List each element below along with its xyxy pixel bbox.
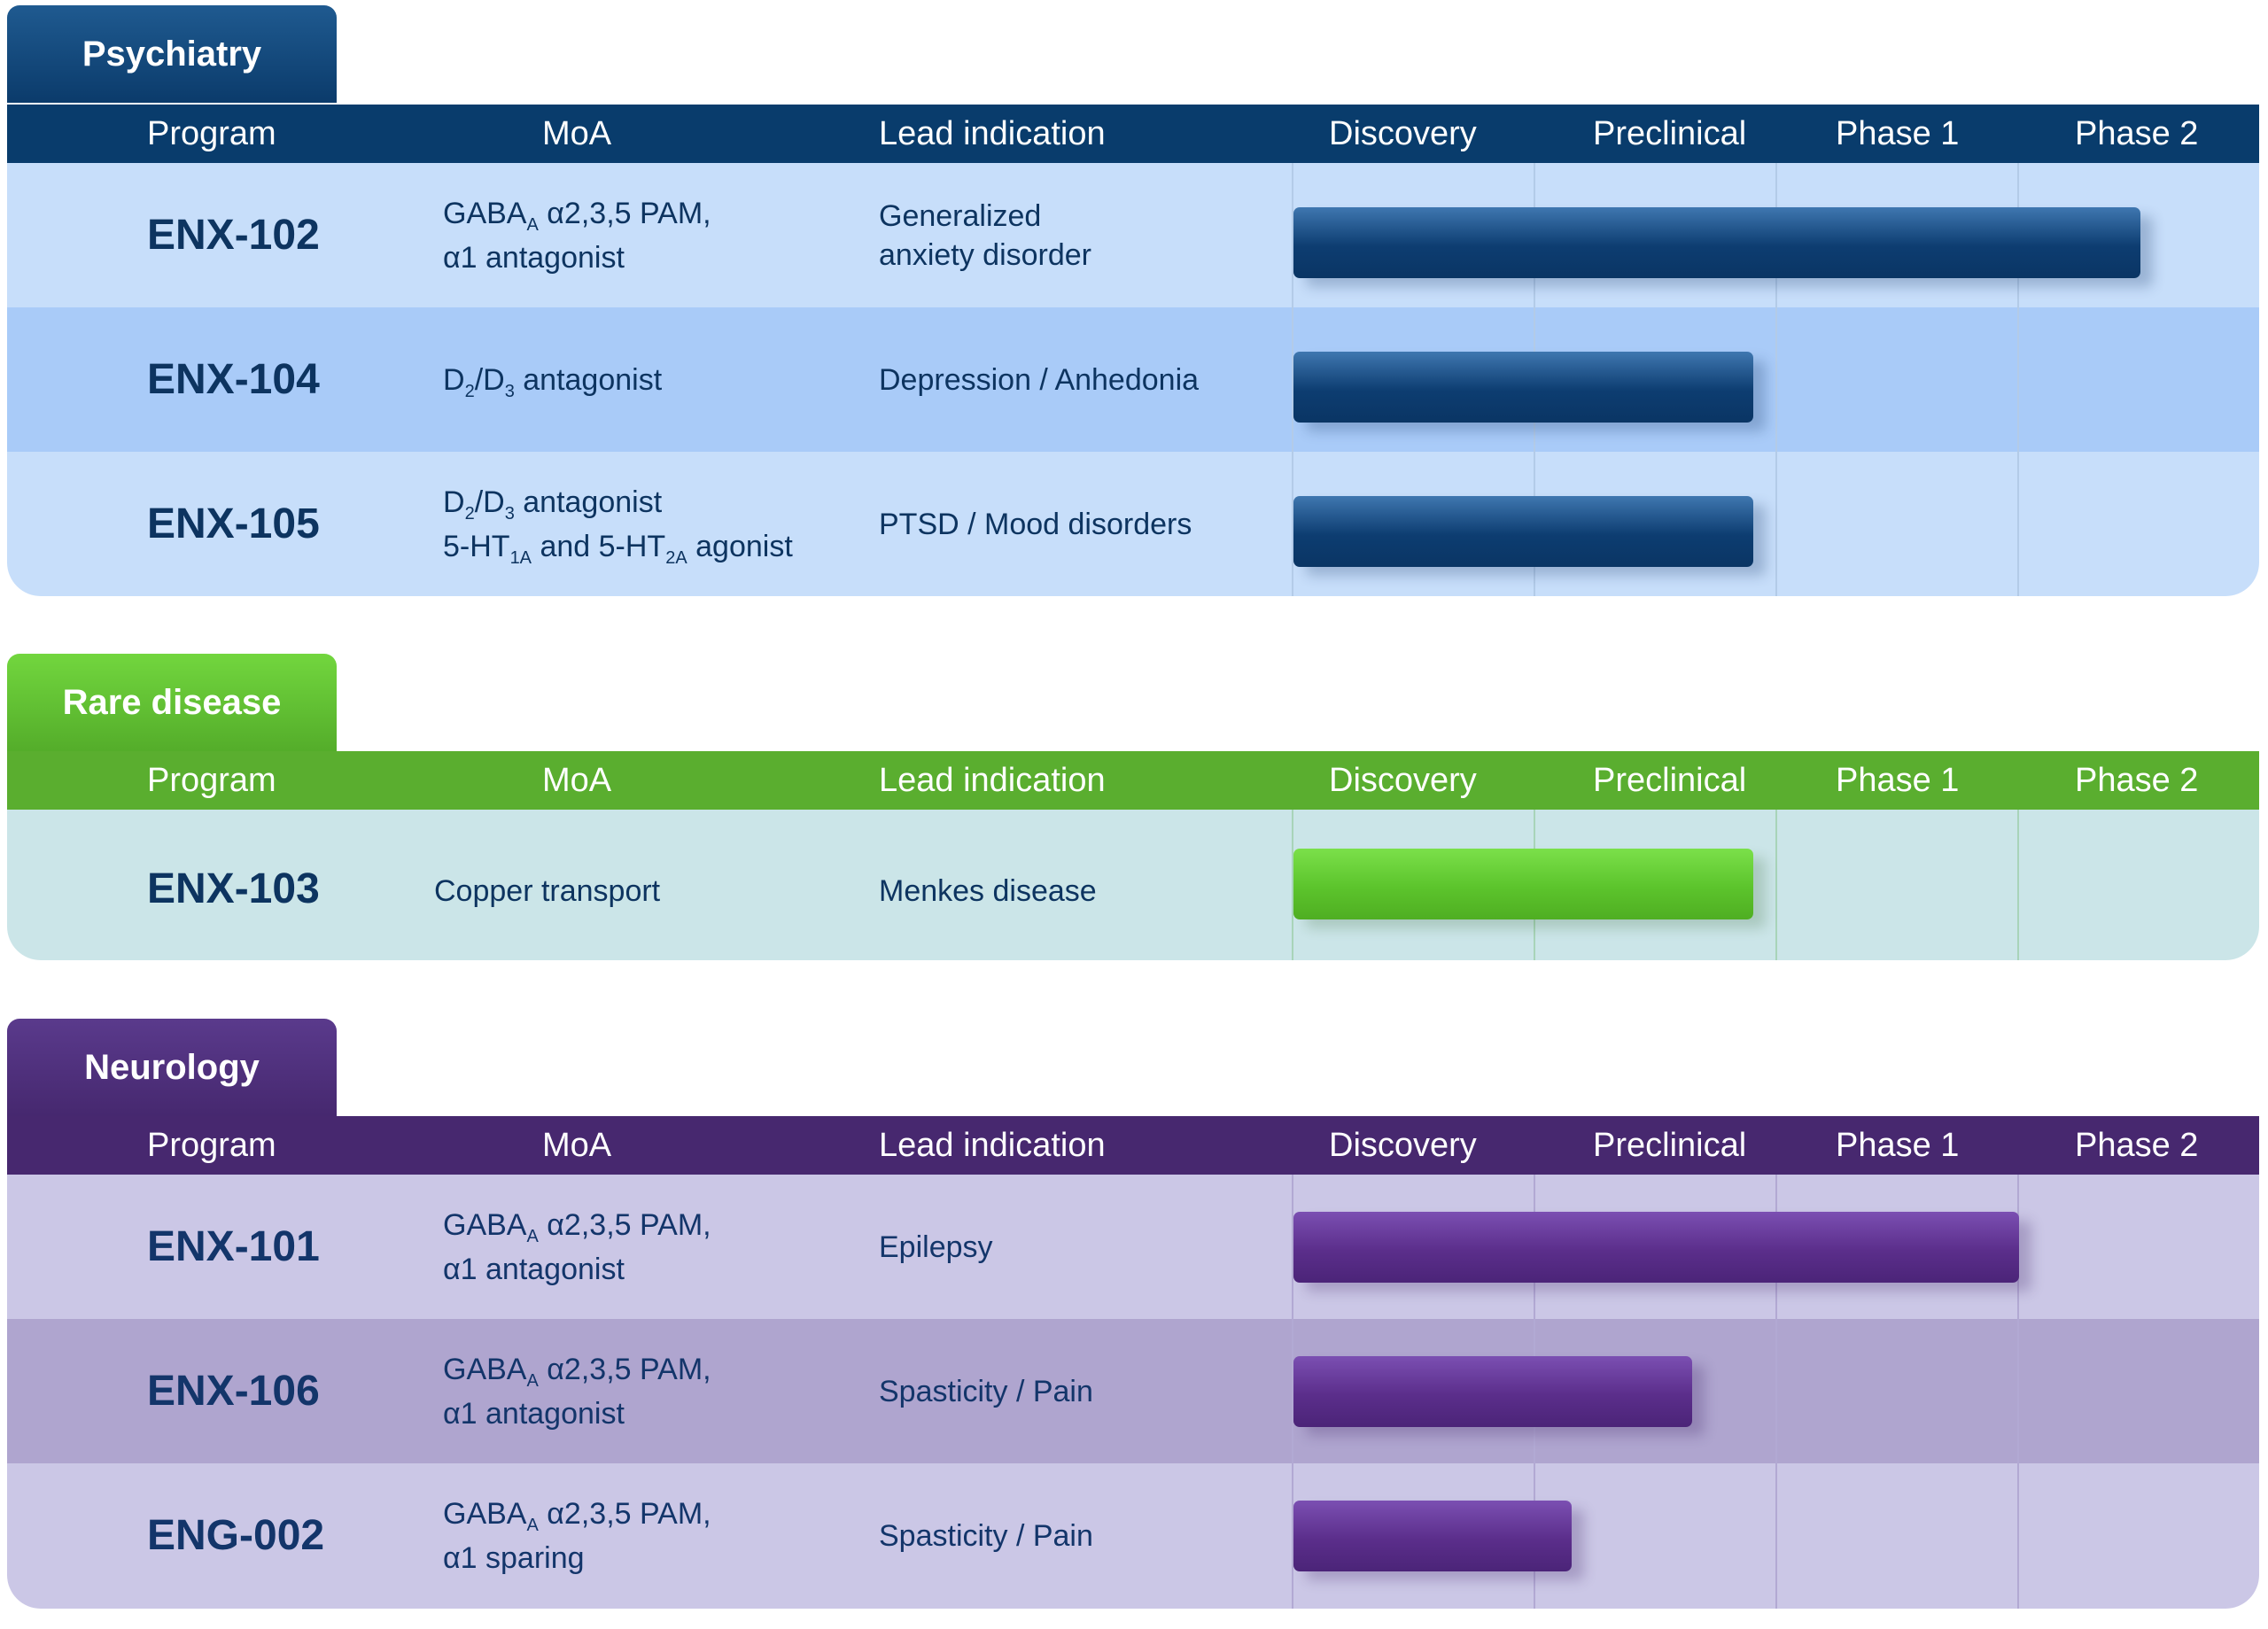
progress-bar (1293, 849, 1753, 919)
header-lead-indication: Lead indication (879, 762, 1106, 799)
header-phase-1: Phase 1 (1836, 762, 1960, 799)
header-moa: MoA (542, 762, 612, 799)
section-psychiatry: Psychiatry Program MoA Lead indication D… (7, 5, 2259, 599)
lead-indication: Menkes disease (879, 874, 1097, 908)
stage-divider (2017, 810, 2019, 960)
header-lead-indication: Lead indication (879, 1127, 1106, 1164)
header-phase-2: Phase 2 (2075, 115, 2199, 152)
table-header: Program MoA Lead indication Discovery Pr… (7, 105, 2259, 163)
progress-bar (1293, 1501, 1572, 1571)
section-tab-rare-disease: Rare disease (7, 654, 337, 751)
program-name: ENX-106 (147, 1368, 320, 1415)
moa-text: Copper transport (434, 874, 661, 908)
progress-bar (1293, 1212, 2019, 1283)
table-body: ENX-103 Copper transport Menkes disease (7, 810, 2259, 960)
header-phase-2: Phase 2 (2075, 762, 2199, 799)
stage-divider (1292, 1175, 1293, 1609)
header-moa: MoA (542, 115, 612, 152)
program-name: ENX-102 (147, 212, 320, 259)
section-rare-disease: Rare disease Program MoA Lead indication… (7, 654, 2259, 962)
moa-text: D2/D3 antagonist (443, 362, 663, 401)
header-program: Program (147, 115, 276, 152)
table-row: ENX-104 D2/D3 antagonist Depression / An… (7, 307, 2259, 452)
header-program: Program (147, 1127, 276, 1164)
program-name: ENX-105 (147, 500, 320, 547)
program-name: ENG-002 (147, 1512, 325, 1559)
lead-indication: Spasticity / Pain (879, 1374, 1093, 1408)
stage-divider (2017, 163, 2019, 596)
table-row: ENX-106 GABAA α2,3,5 PAM, α1 antagonist … (7, 1319, 2259, 1463)
header-lead-indication: Lead indication (879, 115, 1106, 152)
moa-text: GABAA α2,3,5 PAM, α1 antagonist (443, 196, 711, 275)
program-name: ENX-103 (147, 865, 320, 912)
progress-bar (1293, 1356, 1692, 1427)
section-neurology: Neurology Program MoA Lead indication Di… (7, 1019, 2259, 1612)
lead-indication: Spasticity / Pain (879, 1518, 1093, 1553)
stage-divider (1775, 810, 1777, 960)
header-discovery: Discovery (1329, 762, 1477, 799)
table-row: ENX-105 D2/D3 antagonist 5-HT1A and 5-HT… (7, 452, 2259, 596)
header-discovery: Discovery (1329, 1127, 1477, 1164)
program-name: ENX-101 (147, 1223, 320, 1270)
stage-divider (2017, 1175, 2019, 1609)
section-tab-psychiatry: Psychiatry (7, 5, 337, 103)
section-tab-neurology: Neurology (7, 1019, 337, 1116)
table-body: ENX-102 GABAA α2,3,5 PAM, α1 antagonist … (7, 163, 2259, 596)
header-preclinical: Preclinical (1593, 762, 1747, 799)
lead-indication: Epilepsy (879, 1230, 993, 1264)
stage-divider (1775, 163, 1777, 596)
header-program: Program (147, 762, 276, 799)
header-preclinical: Preclinical (1593, 1127, 1747, 1164)
progress-bar (1293, 352, 1753, 423)
header-preclinical: Preclinical (1593, 115, 1747, 152)
stage-divider (1292, 163, 1293, 596)
table-header: Program MoA Lead indication Discovery Pr… (7, 1116, 2259, 1175)
moa-text: D2/D3 antagonist 5-HT1A and 5-HT2A agoni… (443, 485, 793, 568)
header-phase-1: Phase 1 (1836, 115, 1960, 152)
table-row: ENG-002 GABAA α2,3,5 PAM, α1 sparing Spa… (7, 1463, 2259, 1609)
progress-bar (1293, 496, 1753, 567)
progress-bar (1293, 207, 2140, 278)
stage-divider (1775, 1175, 1777, 1609)
table-body: ENX-101 GABAA α2,3,5 PAM, α1 antagonist … (7, 1175, 2259, 1609)
lead-indication: Depression / Anhedonia (879, 362, 1200, 397)
header-moa: MoA (542, 1127, 612, 1164)
program-name: ENX-104 (147, 356, 320, 403)
header-phase-2: Phase 2 (2075, 1127, 2199, 1164)
moa-text: GABAA α2,3,5 PAM, α1 antagonist (443, 1207, 711, 1286)
moa-text: GABAA α2,3,5 PAM, α1 sparing (443, 1496, 711, 1575)
table-row: ENX-103 Copper transport Menkes disease (7, 810, 2259, 960)
table-header: Program MoA Lead indication Discovery Pr… (7, 751, 2259, 810)
lead-indication: PTSD / Mood disorders (879, 507, 1192, 541)
header-phase-1: Phase 1 (1836, 1127, 1960, 1164)
stage-divider (1292, 810, 1293, 960)
header-discovery: Discovery (1329, 115, 1477, 152)
moa-text: GABAA α2,3,5 PAM, α1 antagonist (443, 1352, 711, 1431)
lead-indication: Generalized anxiety disorder (879, 198, 1092, 272)
